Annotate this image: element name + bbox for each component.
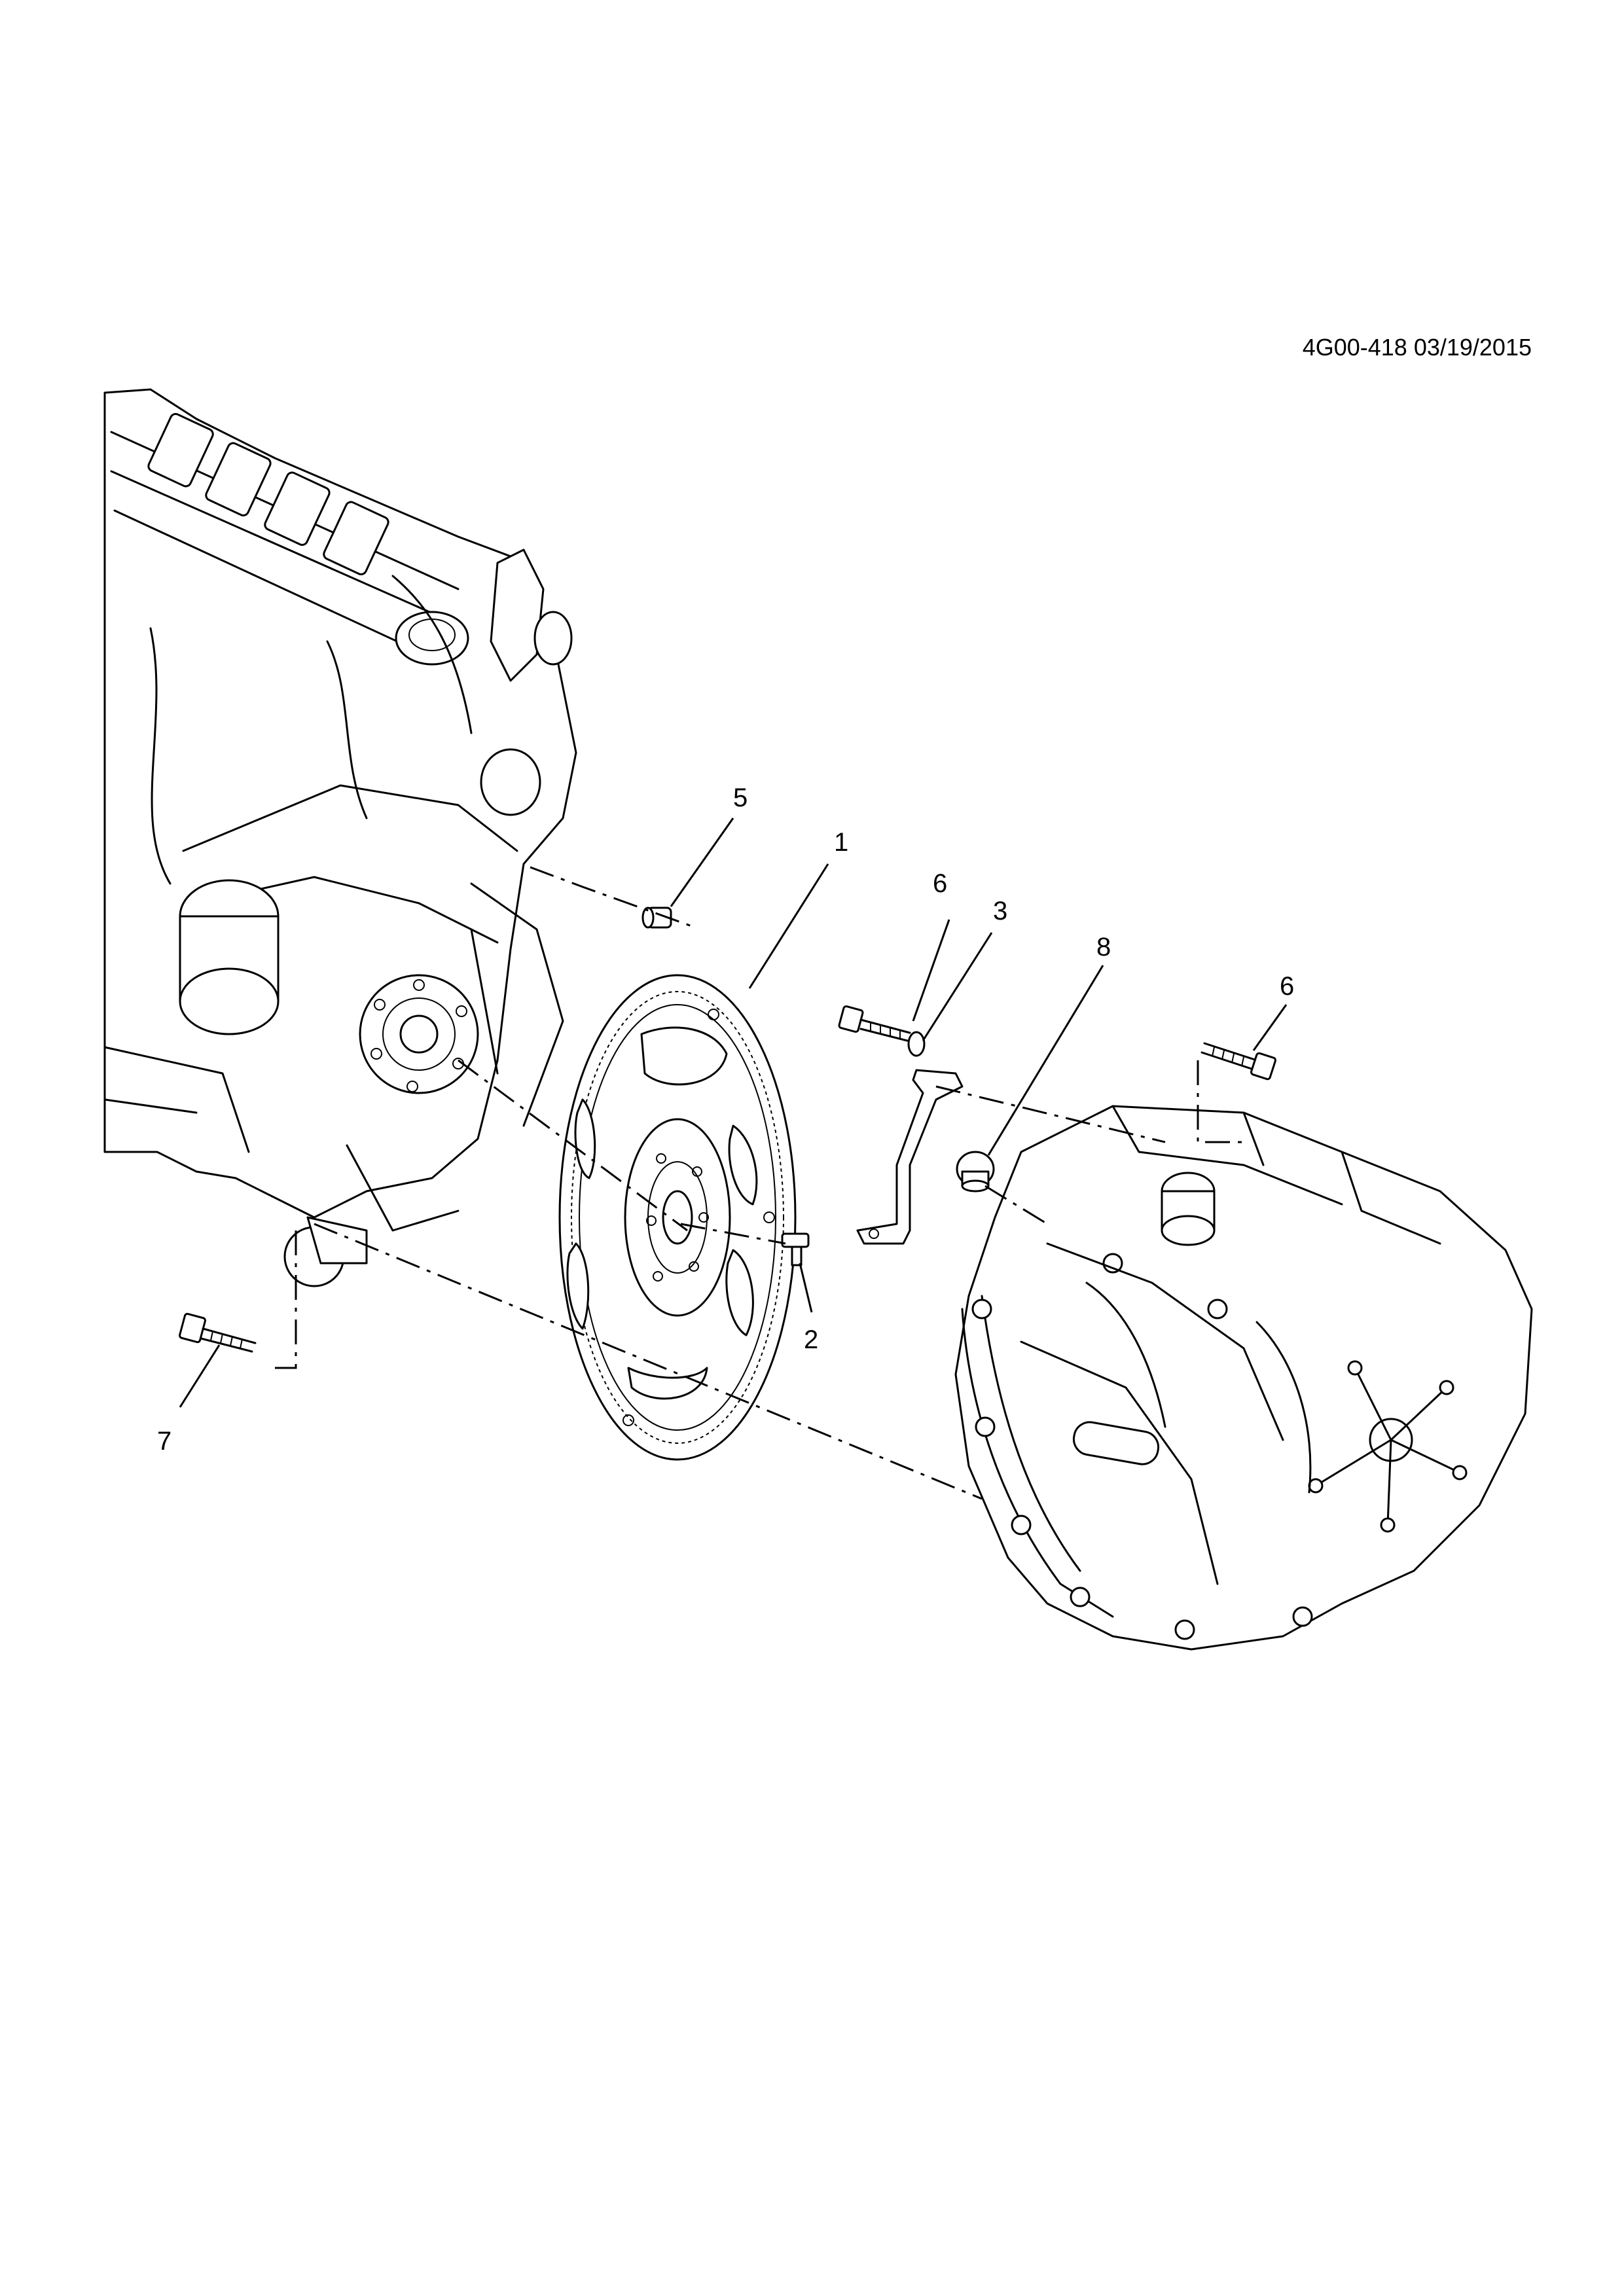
callout-labels: 1 2 3 5 6 6 7 8 (157, 783, 1294, 1456)
callout-2: 2 (804, 1325, 818, 1354)
alignment-lines (268, 866, 1244, 1500)
plug-part-8 (956, 1151, 995, 1193)
callout-7: 7 (157, 1427, 171, 1456)
bracket-part-3 (856, 1031, 964, 1245)
bolt-part-6-right (1200, 1042, 1276, 1081)
engine-block (103, 388, 577, 1287)
callout-1: 1 (834, 828, 848, 857)
drawing-id-and-date: 4G00-418 03/19/2015 (1302, 334, 1532, 361)
bolt-part-7 (179, 1312, 257, 1353)
callout-6-left: 6 (933, 869, 947, 898)
flexplate (558, 974, 797, 1461)
callout-6-right: 6 (1280, 972, 1294, 1001)
transmission-assembly (954, 1105, 1533, 1651)
callout-3: 3 (993, 897, 1007, 925)
leader-lines (179, 817, 1288, 1408)
bolt-part-6-left (838, 1005, 911, 1042)
flexplate-bolt-part-2 (781, 1232, 810, 1266)
dowel-sleeve-part-5 (641, 906, 672, 929)
callout-8: 8 (1096, 933, 1111, 961)
callout-5: 5 (733, 783, 748, 812)
